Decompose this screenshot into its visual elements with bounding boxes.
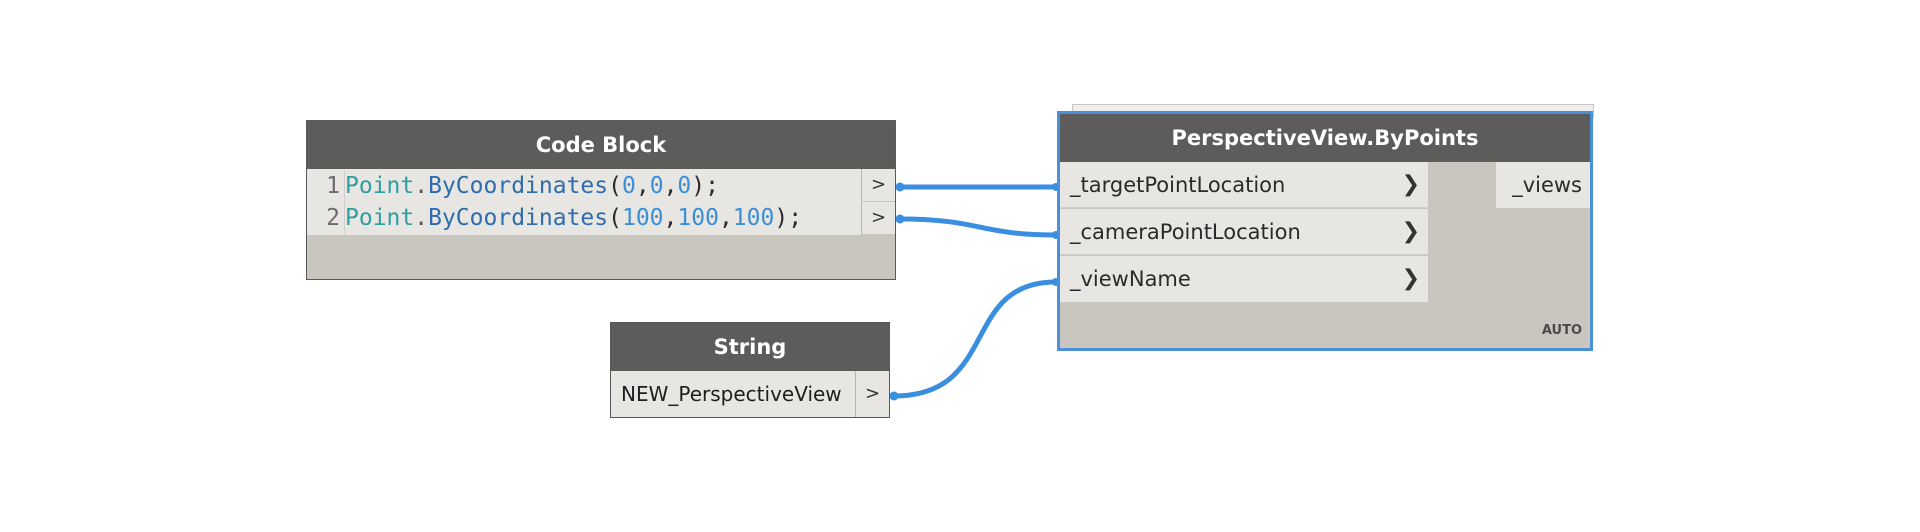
code-token-dot: . xyxy=(414,205,429,231)
code-token-class: Point xyxy=(345,173,415,199)
out-port-dot-2[interactable] xyxy=(895,214,905,224)
code-token-arg: 0 xyxy=(677,173,692,199)
code-token-close: ); xyxy=(691,173,719,199)
chevron-right-icon[interactable]: ❯ xyxy=(1401,172,1420,197)
output-port-views[interactable]: _views xyxy=(1496,162,1590,208)
string-node[interactable]: String NEW_PerspectiveView > xyxy=(610,322,890,418)
string-output-port[interactable]: > xyxy=(855,371,889,417)
code-token-close: ); xyxy=(774,205,803,231)
code-block-title[interactable]: Code Block xyxy=(307,121,895,169)
code-token-arg: 100 xyxy=(677,205,719,231)
input-port-label: _targetPointLocation xyxy=(1070,173,1286,197)
input-port-target-point[interactable]: _targetPointLocation ❯ xyxy=(1060,162,1428,208)
line-number: 1 xyxy=(307,170,345,202)
lacing-indicator: AUTO xyxy=(1541,323,1582,338)
code-token-paren: ( xyxy=(608,173,622,199)
code-token-arg: 0 xyxy=(649,173,664,199)
out-port-dot-1[interactable] xyxy=(895,182,905,192)
code-token-paren: ( xyxy=(608,205,622,231)
string-out-port-dot[interactable] xyxy=(889,391,899,401)
code-token-arg: 100 xyxy=(732,205,775,231)
code-token-class: Point xyxy=(345,205,415,231)
input-port-camera-point[interactable]: _cameraPointLocation ❯ xyxy=(1060,209,1428,255)
code-token-method: ByCoordinates xyxy=(428,173,609,199)
code-block-output-port-2[interactable]: > xyxy=(861,202,895,234)
wire-point2-to-camera[interactable] xyxy=(899,216,1057,238)
string-node-title[interactable]: String xyxy=(611,323,889,371)
input-port-view-name[interactable]: _viewName ❯ xyxy=(1060,256,1428,302)
code-token-method: ByCoordinates xyxy=(428,205,609,231)
string-input-field[interactable]: NEW_PerspectiveView xyxy=(611,371,855,417)
wire-string-to-viewname[interactable] xyxy=(893,279,1057,399)
input-port-label: _cameraPointLocation xyxy=(1070,220,1301,244)
input-port-label: _viewName xyxy=(1070,267,1191,291)
perspective-view-node[interactable]: PerspectiveView.ByPoints _targetPointLoc… xyxy=(1057,111,1593,351)
code-token-dot: . xyxy=(414,173,429,199)
line-number: 2 xyxy=(307,202,345,234)
chevron-right-icon[interactable]: ❯ xyxy=(1401,266,1420,291)
code-token-arg: 100 xyxy=(621,205,664,231)
perspective-node-title[interactable]: PerspectiveView.ByPoints xyxy=(1060,114,1590,162)
code-block-output-port-1[interactable]: > xyxy=(861,169,895,201)
chevron-right-icon[interactable]: ❯ xyxy=(1401,219,1420,244)
code-token-arg: 0 xyxy=(621,173,636,199)
